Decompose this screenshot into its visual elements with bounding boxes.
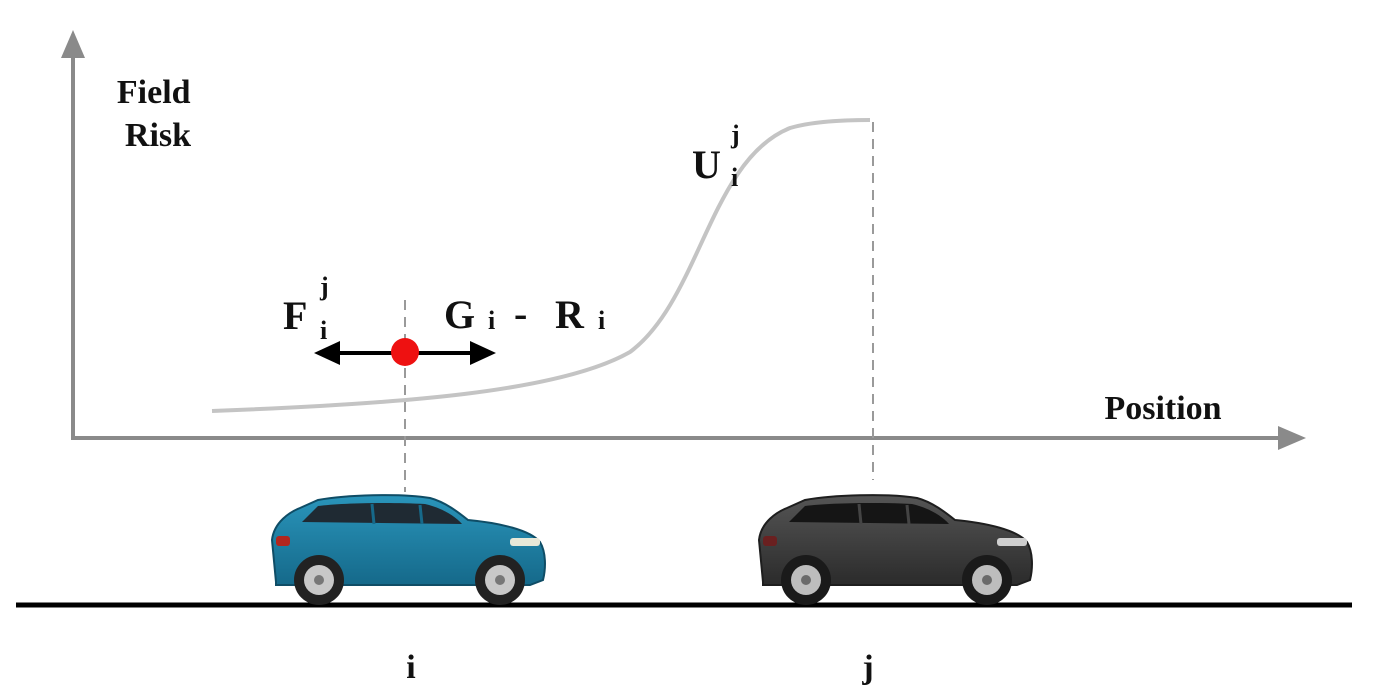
ego-vehicle-point — [391, 338, 419, 366]
svg-text:R: R — [555, 292, 585, 337]
y-axis-label: Field Risk — [117, 74, 199, 154]
svg-text:j: j — [319, 272, 329, 301]
risk-field-curve — [211, 118, 871, 413]
vehicle-i-label: i — [406, 649, 415, 686]
svg-text:G: G — [444, 292, 475, 337]
svg-text:F: F — [283, 293, 307, 338]
svg-text:i: i — [488, 306, 495, 335]
vehicle-j — [757, 494, 1033, 605]
svg-text:i: i — [598, 306, 605, 335]
svg-text:-: - — [514, 291, 527, 336]
curve-label: U j i — [692, 120, 740, 192]
vehicle-i — [270, 494, 546, 605]
force-right-label: G i - R i — [444, 291, 605, 337]
svg-text:i: i — [731, 163, 738, 192]
x-axis-label: Position — [1104, 390, 1221, 427]
force-left-label: F j i — [283, 272, 329, 345]
svg-text:i: i — [320, 316, 327, 345]
x-axis-arrowhead — [1278, 426, 1306, 450]
y-axis — [61, 30, 85, 440]
svg-text:j: j — [730, 120, 740, 149]
y-axis-arrowhead — [61, 30, 85, 58]
svg-text:U: U — [692, 142, 721, 187]
x-axis — [71, 426, 1306, 450]
vehicle-j-label: j — [861, 649, 873, 686]
